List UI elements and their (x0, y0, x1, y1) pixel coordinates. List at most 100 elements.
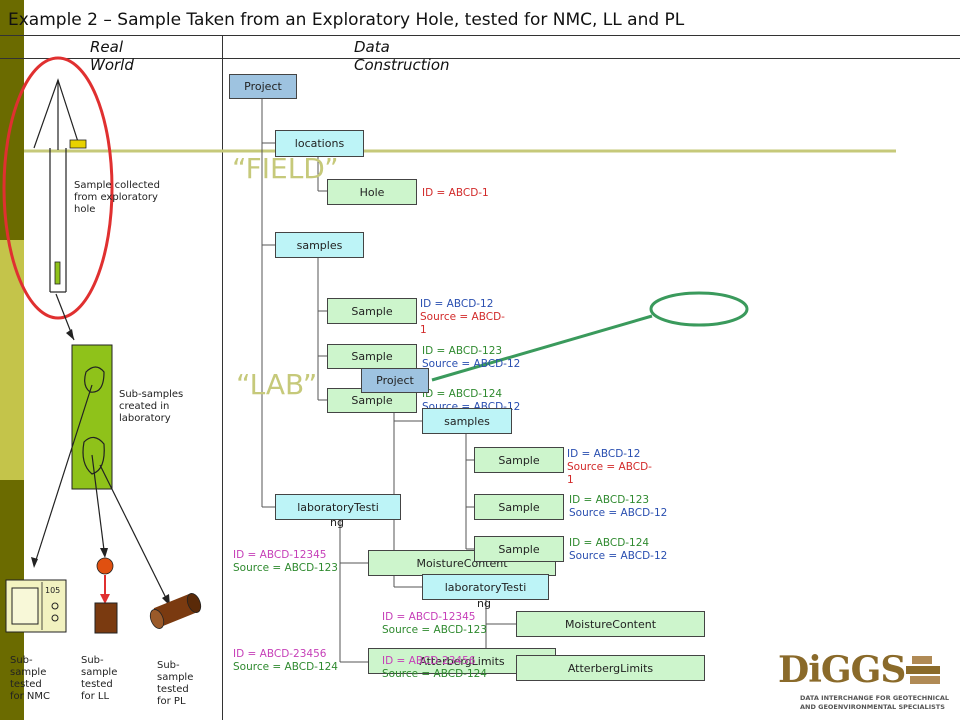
tree2-sample124-source: Source = ABCD-12 (569, 550, 668, 562)
moisture-source-left: Source = ABCD-123 (233, 562, 338, 574)
pl-note-line2: sample (157, 672, 194, 683)
tree2-project-box: Project (361, 368, 429, 393)
atterberg-source-right: Source = ABCD-124 (382, 668, 487, 680)
cone-dial-icon (96, 557, 114, 575)
tree1-lab-testing-overflow: ng (330, 516, 344, 529)
nmc-note-line2: sample (10, 667, 47, 678)
sample123-annotation: ID = ABCD-123 Source = ABCD-12 (422, 345, 520, 371)
nmc-note-line3: tested (10, 679, 42, 690)
tree1-samples-box: samples (275, 232, 364, 258)
pl-note-line4: for PL (157, 696, 186, 707)
core-sample-block (71, 344, 113, 490)
green-pointer-line (431, 314, 653, 382)
oven-display: 105 (45, 586, 61, 595)
sample-tube-icon (54, 261, 61, 285)
tree2-moisture-box: MoistureContent (516, 611, 705, 637)
tree2-sample124-annotation: ID = ABCD-124 Source = ABCD-12 (569, 537, 667, 563)
tree1-project-box: Project (229, 74, 297, 99)
hole-id-annotation: ID = ABCD-1 (422, 187, 489, 199)
real-world-heading: Real World (90, 38, 134, 74)
tree2-sample12-annotation: ID = ABCD-12 Source = ABCD- 1 (567, 448, 652, 487)
diggs-logo: DiGGS DATA INTERCHANGE FOR GEOTECHNICAL … (778, 650, 956, 714)
tree2-sample123-source: Source = ABCD-12 (569, 507, 668, 519)
ll-note-line3: tested (81, 679, 113, 690)
tree2-sample12-source: Source = ABCD- (567, 461, 652, 473)
moisture-source-right: Source = ABCD-123 (382, 624, 487, 636)
diggs-logo-tagline-1: DATA INTERCHANGE FOR GEOTECHNICAL (800, 694, 950, 702)
real-world-heading-line2: World (90, 56, 134, 74)
tree2-sample124-id: ID = ABCD-124 (569, 537, 650, 549)
real-world-heading-line1: Real (90, 38, 124, 56)
field-label: “FIELD” (232, 152, 339, 185)
sample-collected-note: Sample collected from exploratory hole (74, 180, 160, 215)
tree1-lab-testing-box: laboratoryTesti (275, 494, 401, 520)
tree1-sample-box-2: Sample (327, 344, 417, 369)
pl-note-line3: tested (157, 684, 189, 695)
atterberg-id-left: ID = ABCD-23456 (233, 648, 327, 660)
atterberg-source-left: Source = ABCD-124 (233, 661, 338, 673)
column-divider (222, 35, 223, 720)
highlight-ellipse-rig (2, 56, 114, 320)
pl-note-line1: Sub- (157, 660, 180, 671)
diggs-logo-bricks (906, 656, 942, 686)
diggs-logo-wordmark: DiGGS (778, 649, 906, 691)
drilling-rig-icon (33, 78, 81, 293)
tree2-lab-testing-box: laboratoryTesti (422, 574, 549, 600)
highlight-ellipse-green (649, 291, 749, 327)
moisture-annotation-left: ID = ABCD-12345 Source = ABCD-123 (233, 549, 338, 575)
nmc-note-line1: Sub- (10, 655, 33, 666)
moisture-id-left: ID = ABCD-12345 (233, 549, 327, 561)
tree2-sample12-id: ID = ABCD-12 (567, 448, 641, 460)
tree1-connectors (261, 99, 368, 663)
atterberg-annotation-right: ID = ABCD-23456 Source = ABCD-124 (382, 655, 487, 681)
sample123-id: ID = ABCD-123 (422, 345, 503, 357)
tree2-sample-box-3: Sample (474, 536, 564, 562)
tree2-sample-box-2: Sample (474, 494, 564, 520)
tree2-sample123-annotation: ID = ABCD-123 Source = ABCD-12 (569, 494, 667, 520)
sub-samples-note: Sub-samples created in laboratory (119, 389, 184, 424)
data-construction-heading-line1: Data (354, 38, 390, 56)
arrow-head-ll (100, 548, 108, 558)
tree2-lab-testing-overflow: ng (477, 597, 491, 610)
data-construction-heading: Data Construction (354, 38, 450, 74)
atterberg-annotation-left: ID = ABCD-23456 Source = ABCD-124 (233, 648, 338, 674)
moisture-id-right: ID = ABCD-12345 (382, 611, 476, 623)
sample-cup-icon (94, 602, 118, 634)
sample123-source: Source = ABCD-12 (422, 358, 521, 370)
ll-note-line4: for LL (81, 691, 110, 702)
data-construction-heading-line2: Construction (354, 56, 450, 74)
diggs-logo-tagline-2: AND GEOENVIRONMENTAL SPECIALISTS (800, 703, 945, 711)
moisture-annotation-right: ID = ABCD-12345 Source = ABCD-123 (382, 611, 487, 637)
pl-note: Sub- sample tested for PL (157, 660, 193, 708)
tree2-sample12-source-cont: 1 (567, 474, 574, 486)
sample12-source: Source = ABCD- (420, 311, 505, 323)
ll-note-line2: sample (81, 667, 118, 678)
sample12-id: ID = ABCD-12 (420, 298, 494, 310)
slide-title: Example 2 – Sample Taken from an Explora… (8, 10, 685, 30)
sub-sample-outline-lower (82, 436, 105, 475)
sample12-source-cont: 1 (420, 324, 427, 336)
arrow-head-rig (66, 329, 74, 340)
tree2-sample123-id: ID = ABCD-123 (569, 494, 650, 506)
sample12-annotation: ID = ABCD-12 Source = ABCD- 1 (420, 298, 505, 337)
ll-note: Sub- sample tested for LL (81, 655, 117, 703)
tree1-sample-box-1: Sample (327, 298, 417, 324)
header-rule-bottom (0, 58, 960, 59)
drill-motor-icon (69, 139, 87, 149)
ll-note-line1: Sub- (81, 655, 104, 666)
tree1-hole-box: Hole (327, 179, 417, 205)
sample124-id: ID = ABCD-124 (422, 388, 503, 400)
lab-label: “LAB” (236, 368, 318, 401)
tree2-atterberg-box: AtterbergLimits (516, 655, 705, 681)
plastic-limit-roll-icon (149, 593, 202, 629)
atterberg-id-right: ID = ABCD-23456 (382, 655, 476, 667)
tree1-locations-box: locations (275, 130, 364, 157)
header-rule-top (0, 35, 960, 36)
arrow-head-nmc (31, 557, 38, 568)
nmc-note: Sub- sample tested for NMC (10, 655, 50, 703)
tree2-sample-box-1: Sample (474, 447, 564, 473)
tree2-samples-box: samples (422, 408, 512, 434)
sub-sample-outline-upper (84, 366, 105, 393)
nmc-note-line4: for NMC (10, 691, 51, 702)
